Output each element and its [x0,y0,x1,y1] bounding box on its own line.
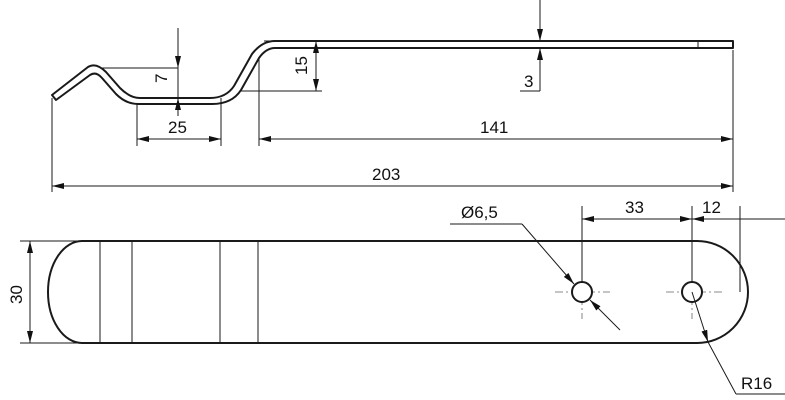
dim-label-bend-height: 15 [292,56,311,75]
profile-outline [51,40,734,105]
side-view: 203 141 25 7 15 3 [51,0,734,192]
dimension-bend-depth: 7 [152,28,181,116]
dimension-hole-diameter: Ø6,5 [450,203,621,331]
dim-label-bend-depth: 7 [152,74,171,83]
dim-label-end-radius: R16 [741,374,772,393]
top-view: Ø6,5 33 12 30 R16 [7,198,785,395]
dim-label-total-length: 203 [372,165,400,184]
dimension-thickness: 3 [524,0,543,91]
bend-lines [99,241,259,343]
dimension-bend-height: 15 [292,41,319,91]
dim-label-bend-width: 25 [168,118,187,137]
side-extension-lines [51,40,734,192]
dim-label-straight-length: 141 [480,118,508,137]
dim-label-hole-spacing: 33 [625,198,644,217]
plate-outline [47,240,749,344]
dimension-end-radius: R16 [691,291,785,395]
dim-label-width: 30 [7,285,26,304]
dimension-hole-positions: 33 12 [581,198,785,292]
dim-label-hole-diameter: Ø6,5 [461,203,498,222]
dimension-straight-length: 141 [259,118,733,142]
hole-inner [571,281,593,303]
dimension-total-length: 203 [52,165,733,189]
dim-label-hole-edge-offset: 12 [702,198,721,217]
dimension-bend-width: 25 [137,118,221,142]
dimension-width: 30 [7,240,82,344]
dim-label-thickness: 3 [524,72,533,91]
